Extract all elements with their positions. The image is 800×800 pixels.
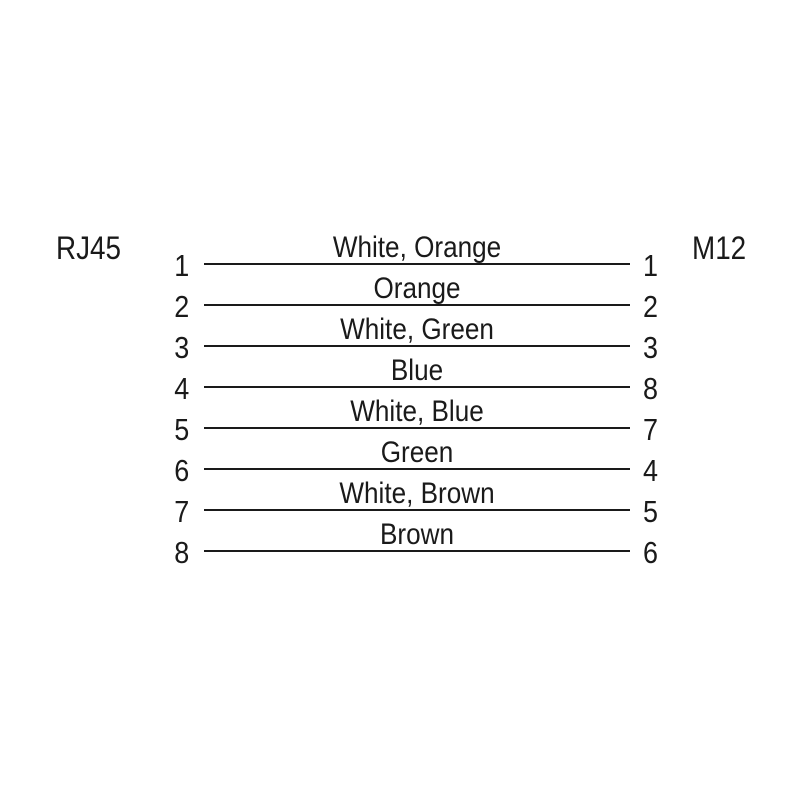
- wire-color-label: White, Blue: [350, 395, 484, 428]
- wire-color-label: Blue: [390, 354, 444, 387]
- wire-color-label: White, Orange: [332, 231, 502, 264]
- left-pin-number: 5: [173, 412, 189, 447]
- wire-line: [204, 468, 630, 470]
- right-pin-number: 1: [643, 248, 659, 283]
- left-pin-number: 4: [173, 371, 189, 406]
- right-pin-number: 2: [643, 289, 659, 324]
- left-pin-number: 2: [173, 289, 189, 324]
- right-pin-number: 5: [643, 494, 659, 529]
- wire-line: [204, 509, 630, 511]
- wire-color-label: White, Green: [340, 313, 494, 346]
- wire-line: [204, 345, 630, 347]
- right-pin-number: 4: [643, 453, 659, 488]
- wire-line: [204, 550, 630, 552]
- wire-line: [204, 386, 630, 388]
- left-connector-label: RJ45: [56, 230, 121, 266]
- right-pin-number: 7: [643, 412, 659, 447]
- left-pin-number: 6: [173, 453, 189, 488]
- right-pin-number: 6: [643, 535, 659, 570]
- left-pin-number: 8: [173, 535, 189, 570]
- right-pin-number: 3: [643, 330, 659, 365]
- wire-line: [204, 304, 630, 306]
- right-pin-number: 8: [643, 371, 659, 406]
- left-pin-number: 1: [173, 248, 189, 283]
- wire-color-label: Brown: [379, 518, 454, 551]
- right-connector-label: M12: [692, 230, 747, 266]
- wire-color-label: White, Brown: [339, 477, 495, 510]
- wire-color-label: Orange: [373, 272, 461, 305]
- left-pin-number: 7: [173, 494, 189, 529]
- wire-line: [204, 427, 630, 429]
- wire-color-label: Green: [380, 436, 454, 469]
- left-pin-number: 3: [173, 330, 189, 365]
- wire-line: [204, 263, 630, 265]
